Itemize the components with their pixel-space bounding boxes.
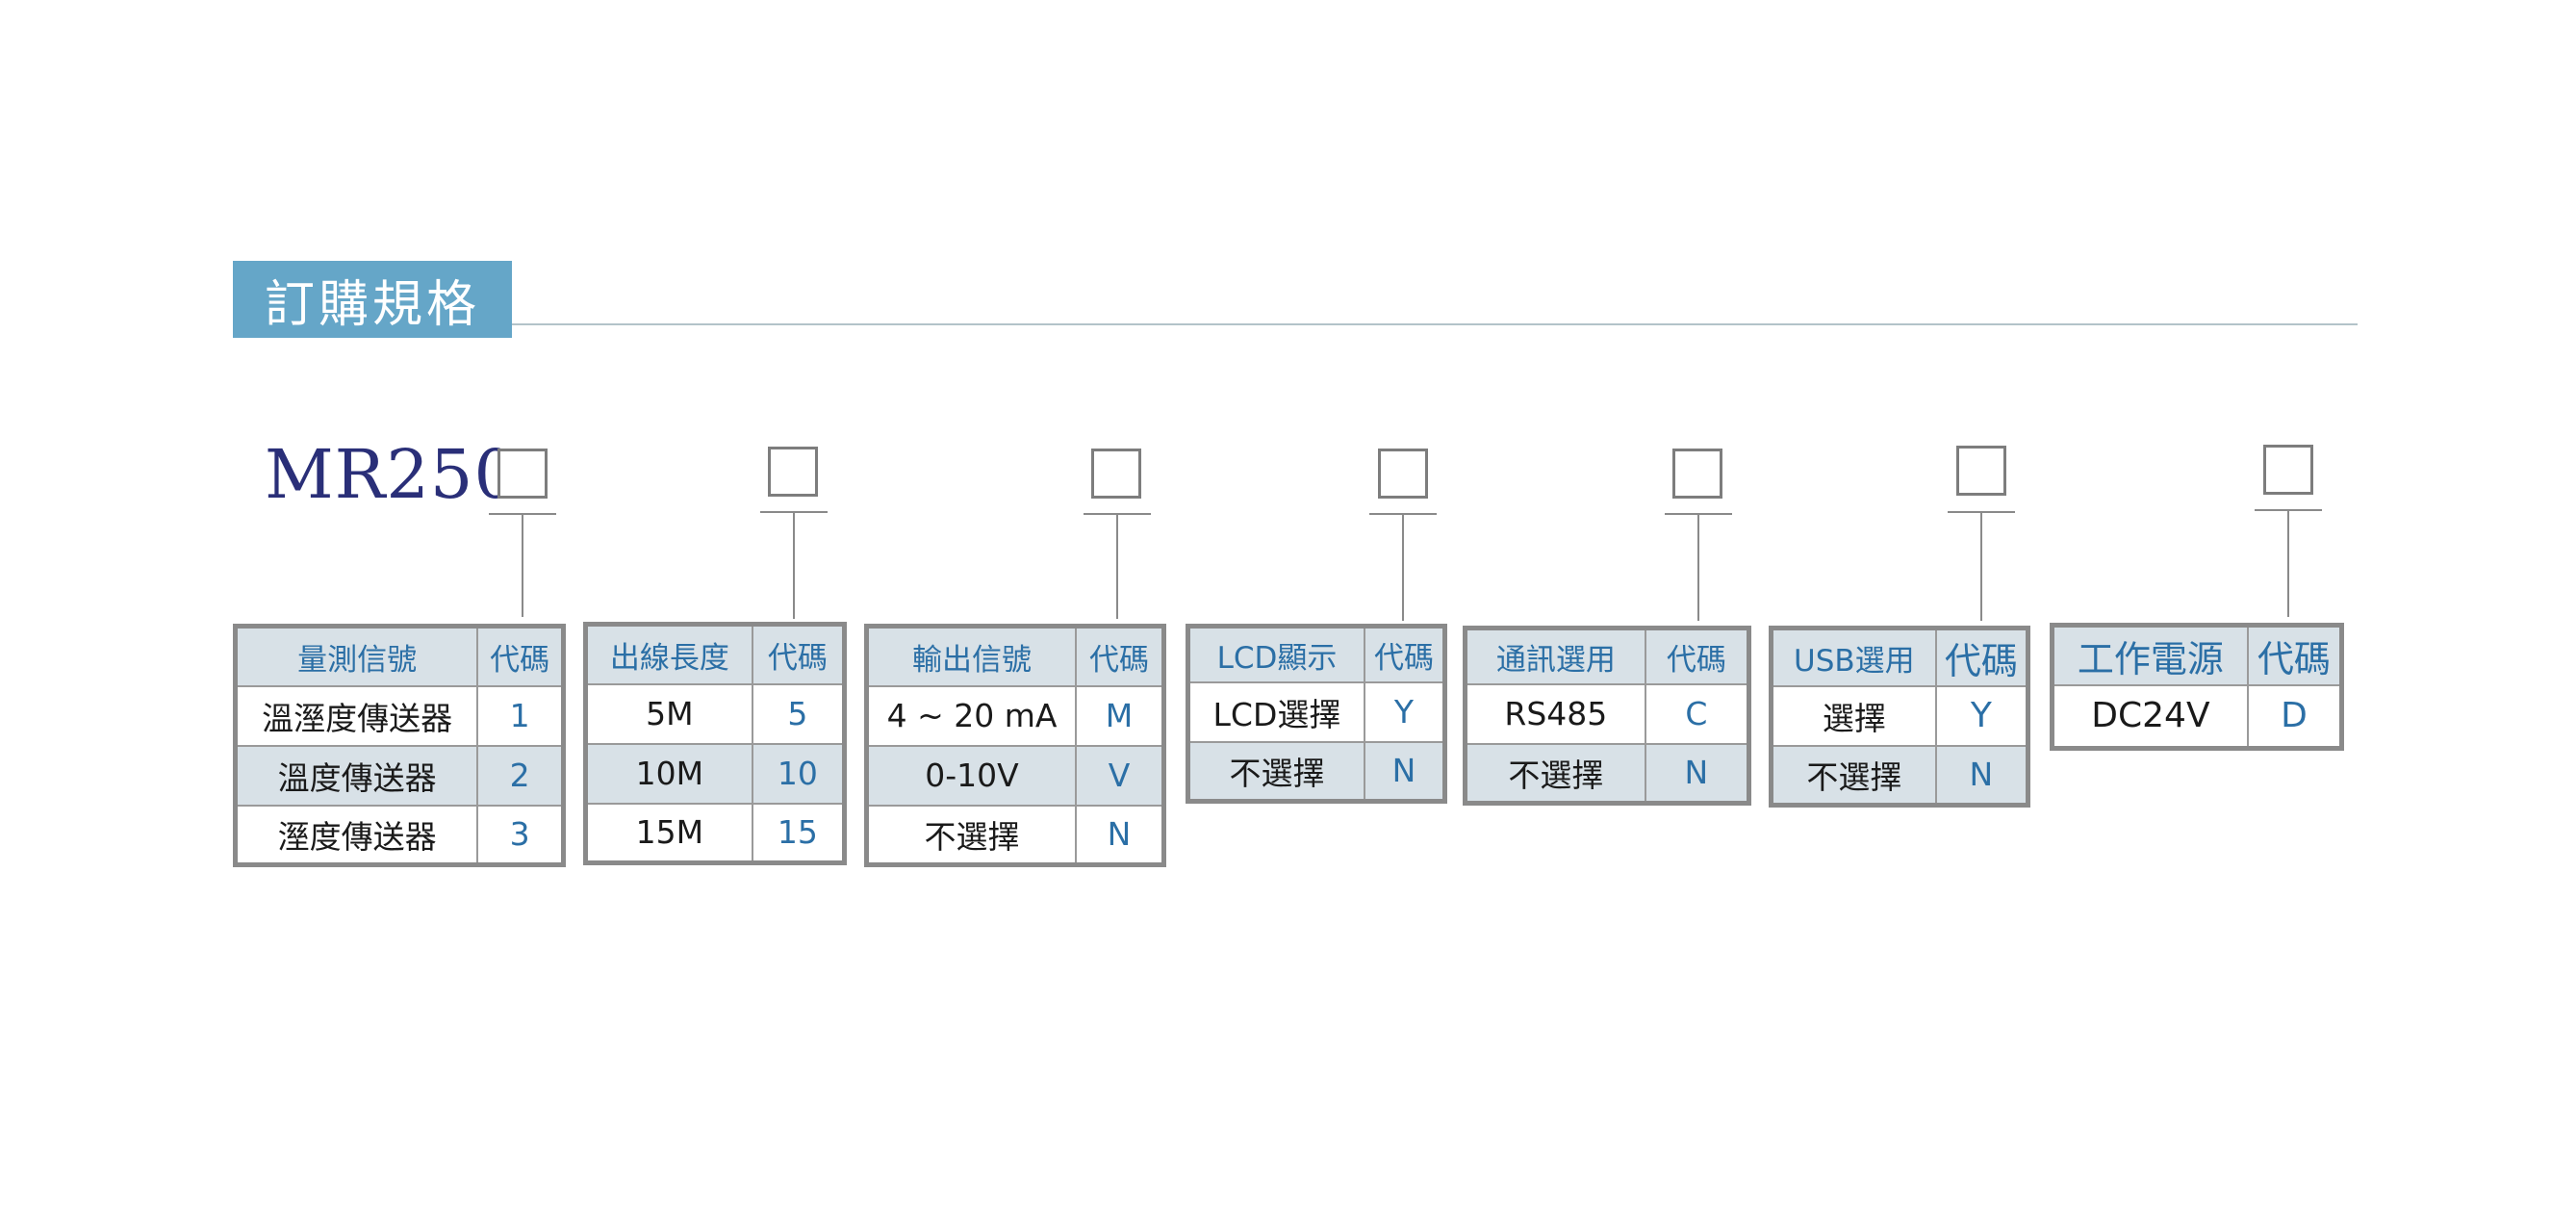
spec-table-communication: 通訊選用 代碼 RS485 C 不選擇 N <box>1463 626 1751 806</box>
spec-table-power-supply: 工作電源 代碼 DC24V D <box>2050 623 2344 751</box>
option-cell: 4 ~ 20 mA <box>865 684 1078 747</box>
code-slot-2 <box>768 447 818 497</box>
code-cell: V <box>1075 744 1165 807</box>
option-cell: DC24V <box>2051 683 2249 750</box>
column-header-option: USB選用 <box>1770 627 1937 687</box>
spec-table-measurement-signal: 量測信號 代碼 溫溼度傳送器 1 溫度傳送器 2 溼度傳送器 3 <box>233 624 566 867</box>
code-cell: 1 <box>476 684 565 747</box>
code-cell: 10 <box>751 742 846 805</box>
option-cell: 0-10V <box>865 744 1078 807</box>
option-cell: 選擇 <box>1770 684 1937 747</box>
spec-table-cable-length: 出線長度 代碼 5M 5 10M 10 15M 15 <box>583 622 847 865</box>
section-title: 訂購規格 <box>233 261 512 338</box>
code-slot-3 <box>1091 449 1141 499</box>
connector-stem-5 <box>1697 513 1699 621</box>
code-slot-7 <box>2263 445 2313 495</box>
code-cell: N <box>1644 742 1750 805</box>
column-header-option: 通訊選用 <box>1464 627 1646 685</box>
section-title-rule <box>512 323 2358 325</box>
connector-stem-6 <box>1980 511 1982 621</box>
model-prefix: MR250 <box>265 435 518 514</box>
column-header-code: 代碼 <box>1644 627 1750 685</box>
code-slot-1 <box>497 449 548 499</box>
column-header-option: 工作電源 <box>2051 624 2249 686</box>
code-cell: 2 <box>476 744 565 807</box>
code-cell: M <box>1075 684 1165 747</box>
column-header-code: 代碼 <box>2246 624 2343 686</box>
option-cell: 不選擇 <box>865 804 1078 866</box>
option-cell: RS485 <box>1464 682 1646 745</box>
code-cell: 3 <box>476 804 565 866</box>
column-header-option: 輸出信號 <box>865 625 1078 687</box>
option-cell: 不選擇 <box>1464 742 1646 805</box>
code-cell: 15 <box>751 802 846 864</box>
code-cell: N <box>1075 804 1165 866</box>
code-cell: C <box>1644 682 1750 745</box>
column-header-code: 代碼 <box>1075 625 1165 687</box>
option-cell: 15M <box>584 802 753 864</box>
option-cell: 溫溼度傳送器 <box>234 684 479 747</box>
option-cell: 溫度傳送器 <box>234 744 479 807</box>
connector-stem-2 <box>793 511 795 619</box>
option-cell: LCD選擇 <box>1186 680 1365 743</box>
code-cell: Y <box>1934 684 2029 747</box>
option-cell: 不選擇 <box>1770 744 1937 807</box>
code-slot-6 <box>1956 446 2006 496</box>
option-cell: 10M <box>584 742 753 805</box>
spec-table-output-signal: 輸出信號 代碼 4 ~ 20 mA M 0-10V V 不選擇 N <box>864 624 1166 867</box>
code-cell: D <box>2246 683 2343 750</box>
column-header-code: 代碼 <box>1934 627 2029 687</box>
spec-table-lcd-display: LCD顯示 代碼 LCD選擇 Y 不選擇 N <box>1186 624 1447 804</box>
column-header-option: 出線長度 <box>584 623 753 685</box>
column-header-code: 代碼 <box>476 625 565 687</box>
option-cell: 不選擇 <box>1186 740 1365 803</box>
connector-stem-4 <box>1402 513 1404 621</box>
code-cell: N <box>1363 740 1446 803</box>
option-cell: 5M <box>584 682 753 745</box>
spec-table-usb: USB選用 代碼 選擇 Y 不選擇 N <box>1769 626 2030 808</box>
code-cell: N <box>1934 744 2029 807</box>
column-header-code: 代碼 <box>751 623 846 685</box>
option-cell: 溼度傳送器 <box>234 804 479 866</box>
code-slot-5 <box>1672 449 1722 499</box>
code-cell: Y <box>1363 680 1446 743</box>
column-header-code: 代碼 <box>1363 625 1446 683</box>
connector-stem-3 <box>1116 513 1118 619</box>
column-header-option: 量測信號 <box>234 625 479 687</box>
connector-stem-7 <box>2287 509 2289 617</box>
code-cell: 5 <box>751 682 846 745</box>
code-slot-4 <box>1378 449 1428 499</box>
column-header-option: LCD顯示 <box>1186 625 1365 683</box>
connector-stem-1 <box>522 513 523 617</box>
